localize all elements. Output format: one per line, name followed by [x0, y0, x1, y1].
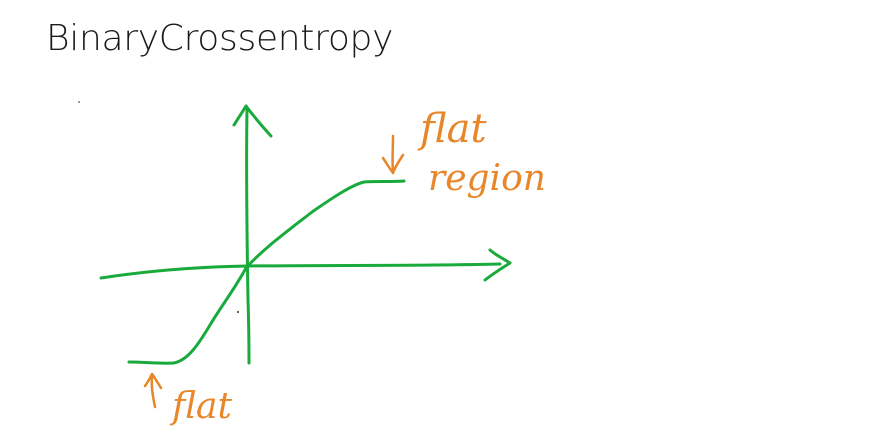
slide-title: BinaryCrossentropy — [46, 18, 394, 59]
y-axis-arrowhead — [232, 104, 273, 138]
annotation-region: region — [428, 158, 546, 199]
stray-dot — [78, 101, 80, 103]
x-axis-arrowhead — [483, 248, 512, 282]
stray-dot — [236, 310, 240, 314]
x-axis — [99, 262, 502, 280]
annotation-flat-bottom: flat — [169, 386, 232, 427]
y-axis — [245, 108, 251, 365]
up-arrow-icon — [143, 372, 163, 409]
down-arrow-icon — [381, 134, 405, 175]
annotation-flat-top: flat — [417, 106, 488, 152]
activation-curve — [127, 179, 406, 365]
